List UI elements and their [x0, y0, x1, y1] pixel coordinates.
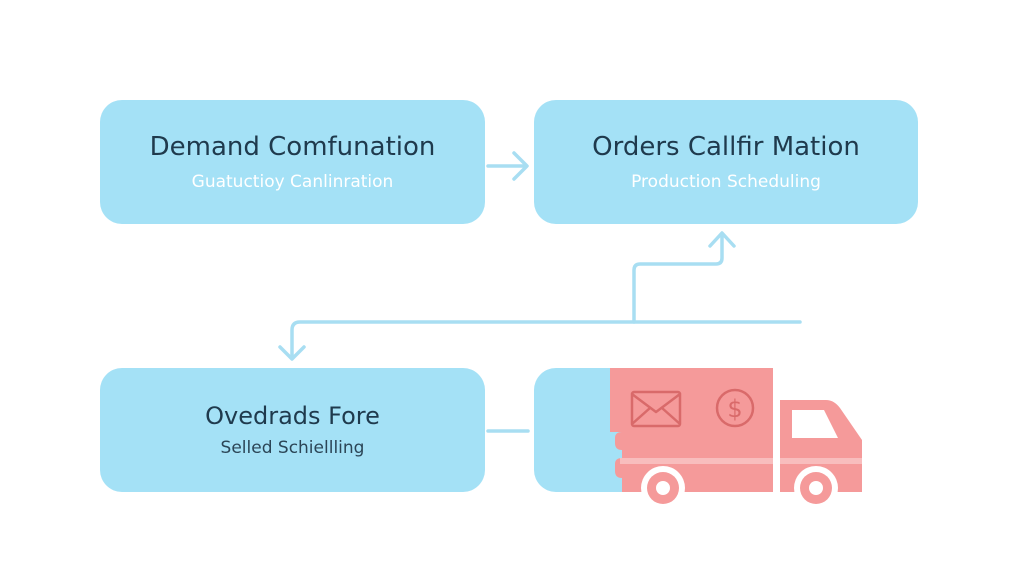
node-overdue: Ovedrads Fore Selled Schiellling	[100, 368, 485, 492]
dollar-icon: $	[715, 388, 755, 428]
node-demand-title: Demand Comfunation	[149, 132, 436, 163]
envelope-icon	[630, 390, 682, 428]
arrow-loop-to-orders	[632, 231, 802, 324]
node-overdue-title: Ovedrads Fore	[205, 401, 380, 430]
svg-text:$: $	[727, 395, 742, 423]
node-orders: Orders Callfir Mation Production Schedul…	[534, 100, 918, 224]
delivery-truck-icon: $	[610, 368, 862, 510]
arrow-loop-to-overdue	[278, 320, 636, 361]
node-orders-subtitle: Production Scheduling	[631, 171, 821, 192]
node-demand-subtitle: Guatuctioy Canlinration	[191, 171, 394, 192]
node-orders-title: Orders Callfir Mation	[592, 132, 860, 163]
arrow-demand-to-orders	[486, 151, 529, 181]
node-overdue-subtitle: Selled Schiellling	[220, 438, 365, 459]
node-demand: Demand Comfunation Guatuctioy Canlinrati…	[100, 100, 485, 224]
